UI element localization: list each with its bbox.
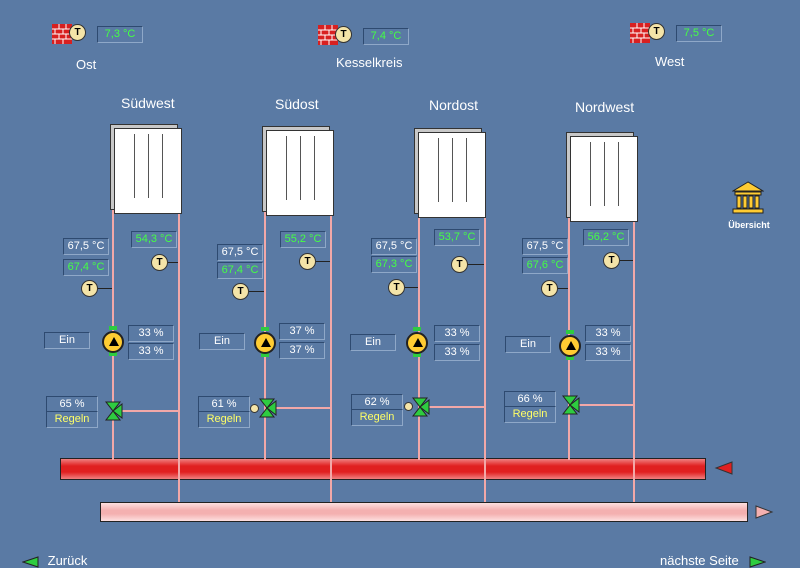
brick-wall-icon <box>52 24 72 44</box>
boiler-circuit-label: Kesselkreis <box>336 55 403 70</box>
temperature-sensor-icon: T <box>81 280 98 297</box>
valve-mode[interactable]: Regeln <box>198 411 250 428</box>
pump-icon[interactable] <box>100 326 126 356</box>
back-button[interactable]: Zurück <box>21 553 88 568</box>
return-pipe <box>330 210 332 502</box>
overview-button[interactable]: Übersicht <box>726 180 772 234</box>
temperature-sensor-icon: T <box>648 23 665 40</box>
flow-setpoint: 67,5 °C <box>522 238 568 255</box>
brick-wall-icon <box>630 23 650 43</box>
pump-state[interactable]: Ein <box>44 332 90 349</box>
outdoor-east-temp: 7,3 °C <box>97 26 143 43</box>
three-way-valve-icon[interactable] <box>408 395 432 419</box>
bypass-pipe <box>428 406 486 408</box>
temperature-sensor-icon: T <box>151 254 168 271</box>
temperature-sensor-icon: T <box>69 24 86 41</box>
building-icon <box>732 181 764 214</box>
pump-state[interactable]: Ein <box>199 333 245 350</box>
pump-state[interactable]: Ein <box>350 334 396 351</box>
pump-speed-2: 33 % <box>585 344 631 361</box>
sensor-connector <box>405 287 418 288</box>
pump-icon[interactable] <box>252 327 278 357</box>
return-pipe <box>633 218 635 502</box>
temperature-sensor-icon: T <box>299 253 316 270</box>
temperature-sensor-icon: T <box>451 256 468 273</box>
three-way-valve-icon[interactable] <box>255 396 279 420</box>
circuit-title: Südost <box>275 96 319 112</box>
pump-icon[interactable] <box>557 330 583 360</box>
supply-flow-arrow-icon <box>714 461 733 475</box>
next-page-button[interactable]: nächste Seite <box>660 553 767 568</box>
valve-mode[interactable]: Regeln <box>351 409 403 426</box>
valve-mode[interactable]: Regeln <box>46 411 98 428</box>
valve-actuator-dot <box>250 404 259 413</box>
temperature-sensor-icon: T <box>388 279 405 296</box>
arrow-left-icon <box>21 555 39 568</box>
flow-temp: 67,4 °C <box>63 259 109 276</box>
pump-speed-1: 33 % <box>128 325 174 342</box>
circuit-title: Nordwest <box>575 99 635 115</box>
pump-icon[interactable] <box>404 327 430 357</box>
supply-header-pipe <box>60 458 706 480</box>
temperature-sensor-icon: T <box>541 280 558 297</box>
pump-speed-1: 33 % <box>585 325 631 342</box>
flow-temp: 67,6 °C <box>522 257 568 274</box>
flow-setpoint: 67,5 °C <box>217 244 263 261</box>
three-way-valve-icon[interactable] <box>101 399 125 423</box>
return-temp: 55,2 °C <box>280 231 326 248</box>
pump-speed-2: 37 % <box>279 342 325 359</box>
return-flow-arrow-icon <box>755 505 774 519</box>
pump-speed-2: 33 % <box>434 344 480 361</box>
outdoor-west-temp: 7,5 °C <box>676 25 722 42</box>
pump-speed-1: 33 % <box>434 325 480 342</box>
sensor-connector <box>620 260 633 261</box>
flow-setpoint: 67,5 °C <box>371 238 417 255</box>
pump-speed-2: 33 % <box>128 343 174 360</box>
bypass-pipe <box>120 410 180 412</box>
return-header-pipe <box>100 502 748 522</box>
temperature-sensor-icon: T <box>232 283 249 300</box>
return-temp: 53,7 °C <box>434 229 480 246</box>
temperature-sensor-icon: T <box>335 26 352 43</box>
circuit-title: Südwest <box>121 95 175 111</box>
pump-state[interactable]: Ein <box>505 336 551 353</box>
outdoor-west-label: West <box>655 54 685 69</box>
sensor-connector <box>558 288 568 289</box>
sensor-connector <box>249 291 264 292</box>
overview-label: Übersicht <box>728 220 770 230</box>
sensor-connector <box>168 262 178 263</box>
return-pipe <box>178 208 180 502</box>
brick-wall-icon <box>318 25 338 45</box>
boiler-circuit-temp: 7,4 °C <box>363 28 409 45</box>
three-way-valve-icon[interactable] <box>558 393 582 417</box>
back-label: Zurück <box>47 553 88 568</box>
pump-speed-1: 37 % <box>279 323 325 340</box>
valve-actuator-dot <box>404 402 413 411</box>
sensor-connector <box>98 288 112 289</box>
bypass-pipe <box>274 407 332 409</box>
arrow-right-icon <box>749 555 767 568</box>
circuit-title: Nordost <box>429 97 479 113</box>
temperature-sensor-icon: T <box>603 252 620 269</box>
flow-temp: 67,4 °C <box>217 262 263 279</box>
return-pipe <box>484 212 486 502</box>
valve-mode[interactable]: Regeln <box>504 406 556 423</box>
sensor-connector <box>468 264 484 265</box>
sensor-connector <box>316 261 330 262</box>
outdoor-east-label: Ost <box>76 57 97 72</box>
bypass-pipe <box>578 404 635 406</box>
return-temp: 56,2 °C <box>583 229 629 246</box>
return-temp: 54,3 °C <box>131 231 177 248</box>
flow-setpoint: 67,5 °C <box>63 238 109 255</box>
flow-temp: 67,3 °C <box>371 256 417 273</box>
next-page-label: nächste Seite <box>660 553 739 568</box>
